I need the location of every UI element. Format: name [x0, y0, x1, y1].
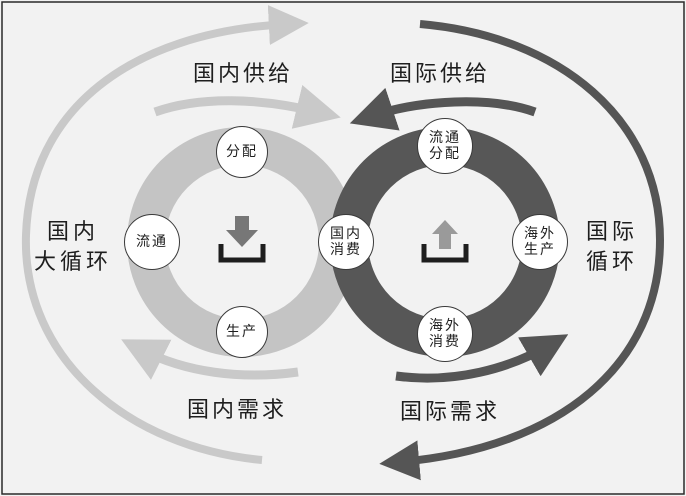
international-demand-label: 国际需求 [400, 400, 501, 425]
download-tray-icon [218, 216, 266, 263]
domestic-demand-label: 国内需求 [187, 398, 288, 423]
node-circulation: 流通 [124, 214, 180, 270]
node-circulation-distribution: 流通 分配 [417, 118, 473, 174]
international-supply-arrow [349, 87, 537, 131]
international-cycle-arrow [379, 20, 665, 481]
node-domestic-consumption: 国内 消费 [318, 214, 374, 270]
domestic-cycle-label-line2: 大循环 [34, 250, 113, 275]
node-overseas-consumption: 海外 消费 [417, 306, 473, 362]
node-circulation-text: 流通 [136, 234, 168, 250]
node-overseas-consumption-line1: 海外 [429, 318, 461, 334]
international-cycle-label-line1: 国际 [586, 220, 639, 245]
node-domestic-consumption-line2: 消费 [330, 242, 362, 258]
node-overseas-production-line1: 海外 [524, 226, 556, 242]
domestic-cycle-label-line1: 国内 [47, 220, 100, 245]
international-supply-label: 国际供给 [390, 62, 491, 87]
node-circulation-distribution-line1: 流通 [429, 130, 461, 146]
node-production-text: 生产 [226, 324, 258, 340]
domestic-cycle-arrow [21, 5, 309, 464]
node-overseas-production-line2: 生产 [524, 242, 556, 258]
international-cycle-label: 国际 循环 [586, 218, 638, 278]
node-production: 生产 [216, 306, 268, 358]
node-overseas-production: 海外 生产 [512, 214, 568, 270]
international-cycle-label-line2: 循环 [586, 250, 639, 275]
international-demand-arrow [395, 334, 569, 383]
node-domestic-consumption-line1: 国内 [330, 226, 362, 242]
domestic-supply-arrow [153, 85, 341, 129]
node-circulation-distribution-line2: 分配 [429, 146, 461, 162]
node-distribution: 分配 [216, 126, 268, 178]
domestic-supply-label: 国内供给 [193, 62, 294, 87]
node-overseas-consumption-line2: 消费 [429, 334, 461, 350]
domestic-demand-arrow [121, 339, 299, 380]
node-distribution-text: 分配 [226, 144, 258, 160]
upload-tray-icon [421, 220, 469, 263]
domestic-cycle-label: 国内 大循环 [34, 218, 112, 278]
